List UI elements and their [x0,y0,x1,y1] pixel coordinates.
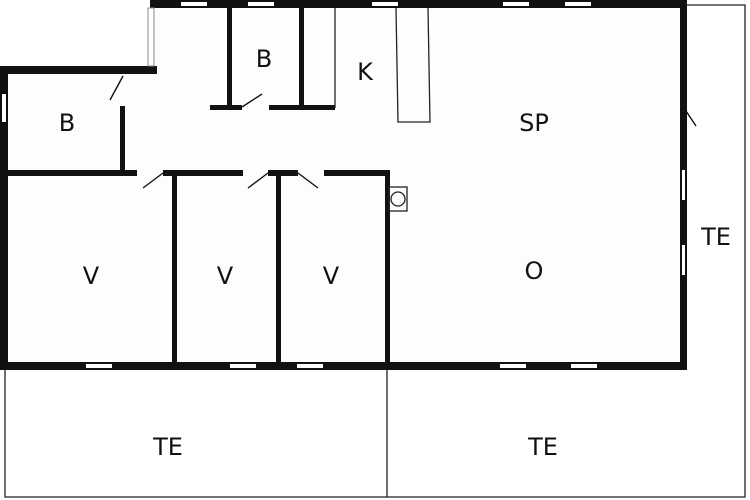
room-label-bathroom-2: B [256,45,272,73]
room-label-kitchen: K [357,58,374,86]
doors [109,75,697,189]
windows [2,2,685,368]
room-label-terrace-bottom-right: TE [527,433,558,461]
room-label-terrace-bottom-left: TE [152,433,183,461]
room-label-living: O [525,257,544,285]
room-label-bedroom-1: V [83,262,100,290]
terrace-outlines [4,4,746,498]
room-label-terrace-right: TE [700,223,731,251]
room-label-bathroom-1: B [59,109,75,137]
room-label-bedroom-3: V [323,262,340,290]
kitchen-fixtures [334,7,431,212]
room-label-bedroom-2: V [217,262,234,290]
room-label-dining: SP [519,109,549,137]
